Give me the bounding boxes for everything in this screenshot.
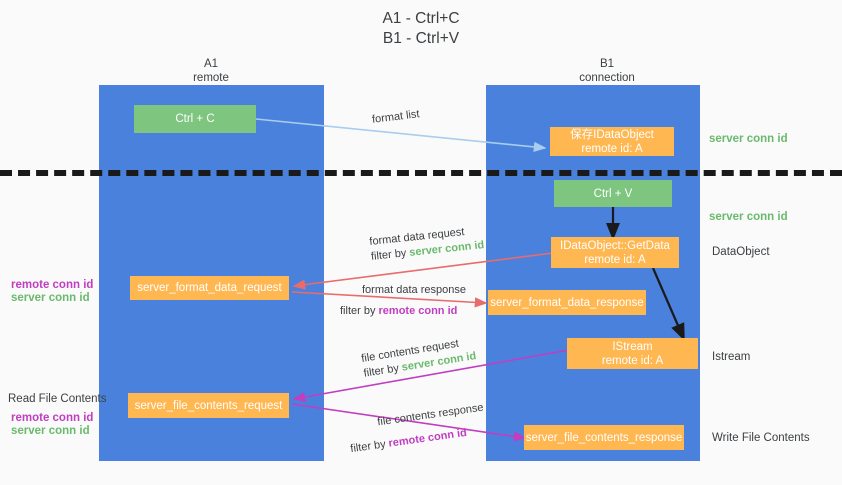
box-server-file-contents-request-label: server_file_contents_request [134,399,283,412]
left-label-read-file-contents: Read File Contents [8,392,106,406]
box-server-format-data-request-label: server_format_data_request [137,282,282,294]
right-label-istream-text: Istream [712,351,751,363]
right-label-write-file-contents-text: Write File Contents [712,432,810,444]
filter-prefix: filter by [349,437,390,456]
column-header-a1-sub: remote [193,72,229,84]
edge-label-format-data-response: format data response [362,283,466,298]
column-header-b1-name: B1 [599,58,615,70]
column-header-b1: B1 connection [527,57,687,85]
box-ctrl-v[interactable]: Ctrl + V [554,180,672,207]
box-server-file-contents-response-label: server_file_contents_response [525,431,683,444]
edge-label-format-list-text: format list [371,108,421,126]
edge-label-file-contents-response-text: file contents response [376,401,485,429]
right-label-server-conn-id-top-text: server conn id [709,133,788,145]
right-label-istream: Istream [712,350,750,364]
left-label-read-file-contents-text: Read File Contents [8,393,107,405]
right-label-write-file-contents: Write File Contents [712,431,810,445]
phase-divider [0,170,842,176]
title-line-2: B1 - Ctrl+V [382,30,460,47]
edge-label-file-contents-response-filter: filter by remote conn id [350,426,468,457]
edge-label-file-contents-request: file contents request filter by server c… [360,334,478,381]
box-istream-line1: IStream [612,340,653,353]
box-istream[interactable]: IStream remote id: A [567,338,698,369]
left-label-remote-conn-id-2-text: remote conn id [11,412,94,424]
right-label-dataobject-text: DataObject [712,246,770,258]
filter-key-remote-conn-id: remote conn id [378,305,458,317]
box-save-idataobject-line1: 保存IDataObject [570,128,654,141]
box-istream-line2: remote id: A [601,354,664,367]
edge-label-file-contents-response: file contents response [376,401,485,431]
right-label-server-conn-id-top: server conn id [709,132,788,146]
filter-prefix: filter by [370,246,410,263]
left-label-server-conn-id-1: server conn id [11,291,90,305]
left-label-remote-conn-id-1-text: remote conn id [11,279,94,291]
filter-key-remote-conn-id: remote conn id [387,426,468,450]
edge-label-format-list: format list [371,107,420,128]
box-server-file-contents-request[interactable]: server_file_contents_request [128,393,289,418]
right-label-server-conn-id-second-text: server conn id [709,211,788,223]
box-server-format-data-response[interactable]: server_format_data_response [488,290,646,315]
edge-label-format-data-response-text: format data response [362,284,466,296]
box-idataobject-getdata[interactable]: IDataObject::GetData remote id: A [551,237,679,268]
right-label-server-conn-id-second: server conn id [709,210,788,224]
left-label-server-conn-id-2: server conn id [11,424,90,438]
left-label-server-conn-id-1-text: server conn id [11,292,90,304]
box-save-idataobject[interactable]: 保存IDataObject remote id: A [550,127,674,156]
left-label-remote-conn-id-2: remote conn id [11,411,93,425]
box-server-file-contents-response[interactable]: server_file_contents_response [524,425,684,450]
diagram-title: A1 - Ctrl+C B1 - Ctrl+V [0,9,842,49]
box-save-idataobject-line2: remote id: A [581,142,643,155]
box-server-format-data-request[interactable]: server_format_data_request [130,276,289,300]
box-ctrl-c[interactable]: Ctrl + C [134,105,256,133]
column-header-b1-sub: connection [579,72,635,84]
column-header-a1-name: A1 [203,58,219,70]
edge-label-format-data-response-filter: filter by remote conn id [340,304,457,319]
box-ctrl-v-label: Ctrl + V [593,187,633,200]
right-label-dataobject: DataObject [712,245,770,259]
left-label-server-conn-id-2-text: server conn id [11,425,90,437]
edge-label-format-data-request: format data request filter by server con… [369,223,485,265]
filter-prefix: filter by [340,305,379,317]
box-server-format-data-response-label: server_format_data_response [490,296,644,309]
box-ctrl-c-label: Ctrl + C [175,113,215,125]
title-line-1: A1 - Ctrl+C [382,10,460,27]
left-label-remote-conn-id-1: remote conn id [11,278,93,292]
column-header-a1: A1 remote [131,57,291,85]
box-getdata-line1: IDataObject::GetData [560,239,670,252]
box-getdata-line2: remote id: A [584,253,646,266]
